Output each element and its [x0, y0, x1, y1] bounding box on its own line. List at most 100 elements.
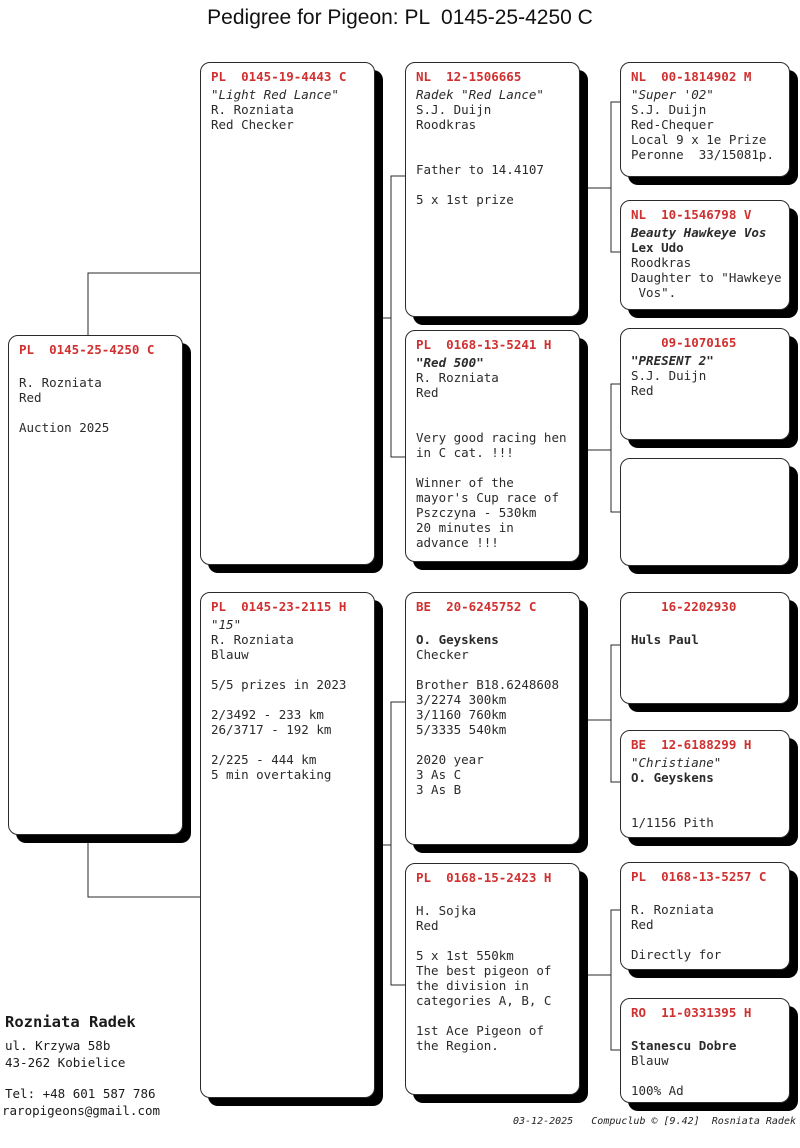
box-details: "Christiane"O. Geyskens 1/1156 Pith	[631, 755, 785, 830]
box-text-line: Father to 14.4107	[416, 162, 544, 177]
box-details: Huls Paul	[631, 617, 785, 647]
box-text-line: R. Rozniata	[416, 370, 499, 385]
box-text-line	[416, 132, 575, 147]
ring-number: BE 20-6245752 C	[416, 599, 537, 614]
box-text-line	[211, 737, 370, 752]
ring-number: PL 0145-25-4250 C	[19, 342, 155, 357]
box-text-line: 1/1156 Pith	[631, 815, 714, 830]
box-text-line	[416, 400, 575, 415]
box-text-line	[631, 800, 785, 815]
box-text-line: R. Rozniata	[211, 632, 294, 647]
ring-number	[631, 465, 785, 483]
box-text-line: The best pigeon of	[416, 963, 552, 978]
owner-email: raropigeons@gmail.com	[2, 1103, 161, 1118]
box-text-line: Vos".	[631, 285, 677, 300]
ring-number: BE 12-6188299 H	[631, 737, 752, 752]
box-text-line	[416, 617, 575, 632]
box-text-line	[631, 887, 785, 902]
box-text-line	[416, 662, 575, 677]
box-text-line: Daughter to "Hawkeye	[631, 270, 782, 285]
box-text-line	[631, 617, 785, 632]
ring-number: NL 00-1814902 M	[631, 69, 752, 84]
pedigree-box-grandfather-paternal: NL 12-1506665 Radek "Red Lance"S.J. Duij…	[405, 62, 580, 317]
page-title: Pedigree for Pigeon: PL 0145-25-4250 C	[207, 6, 593, 29]
box-text-line: O. Geyskens	[416, 632, 499, 647]
footer-software: Compuclub © [9.42]	[591, 1116, 700, 1127]
box-text-line: Peronne 33/15081p.	[631, 147, 774, 162]
pedigree-box-father: PL 0145-19-4443 C "Light Red Lance"R. Ro…	[200, 62, 375, 565]
pedigree-box-ggp-6: BE 12-6188299 H "Christiane"O. Geyskens …	[620, 730, 790, 838]
box-text-line: 2/225 - 444 km	[211, 752, 317, 767]
owner-name: Rozniata Radek	[5, 1013, 136, 1031]
box-text-line: Red	[416, 385, 439, 400]
box-text-line: 2020 year	[416, 752, 484, 767]
box-text-line: 3 As B	[416, 782, 462, 797]
box-text-line: Roodkras	[416, 117, 477, 132]
box-text-line	[416, 737, 575, 752]
box-text-line	[211, 662, 370, 677]
box-text-line: the Region.	[416, 1038, 499, 1053]
box-text-line: 1st Ace Pigeon of	[416, 1023, 544, 1038]
box-text-line	[416, 933, 575, 948]
box-text-line	[416, 177, 575, 192]
box-text-line: Radek "Red Lance"	[416, 87, 544, 102]
box-text-line: 3/1160 760km	[416, 707, 507, 722]
ring-number: RO 11-0331395 H	[631, 1005, 752, 1020]
box-text-line: O. Geyskens	[631, 770, 714, 785]
footer-date: 03-12-2025	[513, 1116, 574, 1127]
box-text-line: S.J. Duijn	[416, 102, 492, 117]
ring-number: NL 10-1546798 V	[631, 207, 752, 222]
box-text-line: in C cat. !!!	[416, 445, 514, 460]
box-text-line: Directly for	[631, 947, 722, 962]
box-text-line: 26/3717 - 192 km	[211, 722, 332, 737]
box-text-line	[631, 1068, 785, 1083]
box-text-line: Auction 2025	[19, 420, 110, 435]
box-text-line: Red-Chequer	[631, 117, 714, 132]
box-text-line: Very good racing hen	[416, 430, 567, 445]
box-text-line: S.J. Duijn	[631, 368, 707, 383]
ring-number: 16-2202930	[631, 599, 737, 614]
box-text-line: Red	[19, 390, 42, 405]
box-text-line: R. Rozniata	[211, 102, 294, 117]
box-text-line: Roodkras	[631, 255, 692, 270]
box-text-line: Huls Paul	[631, 632, 699, 647]
box-text-line	[416, 888, 575, 903]
box-text-line: mayor's Cup race of	[416, 490, 559, 505]
box-text-line	[631, 932, 785, 947]
footer-gap-1	[573, 1116, 591, 1127]
box-text-line	[631, 785, 785, 800]
ring-number: PL 0145-23-2115 H	[211, 599, 347, 614]
owner-address-city: 43-262 Kobielice	[5, 1055, 126, 1070]
box-text-line: "PRESENT 2"	[631, 353, 714, 368]
ring-number: PL 0168-13-5257 C	[631, 869, 767, 884]
box-text-line	[631, 1023, 785, 1038]
box-text-line: Red	[631, 383, 654, 398]
pedigree-box-ggp-5: 16-2202930 Huls Paul	[620, 592, 790, 704]
owner-address-street: ul. Krzywa 58b	[5, 1038, 111, 1053]
box-text-line: Winner of the	[416, 475, 514, 490]
box-text-line: S.J. Duijn	[631, 102, 707, 117]
box-text-line	[416, 1008, 575, 1023]
box-text-line: Beauty Hawkeye Vos	[631, 225, 767, 240]
box-text-line	[19, 405, 178, 420]
box-text-line: 5 x 1st 550km	[416, 948, 514, 963]
ring-number: NL 12-1506665	[416, 69, 522, 84]
